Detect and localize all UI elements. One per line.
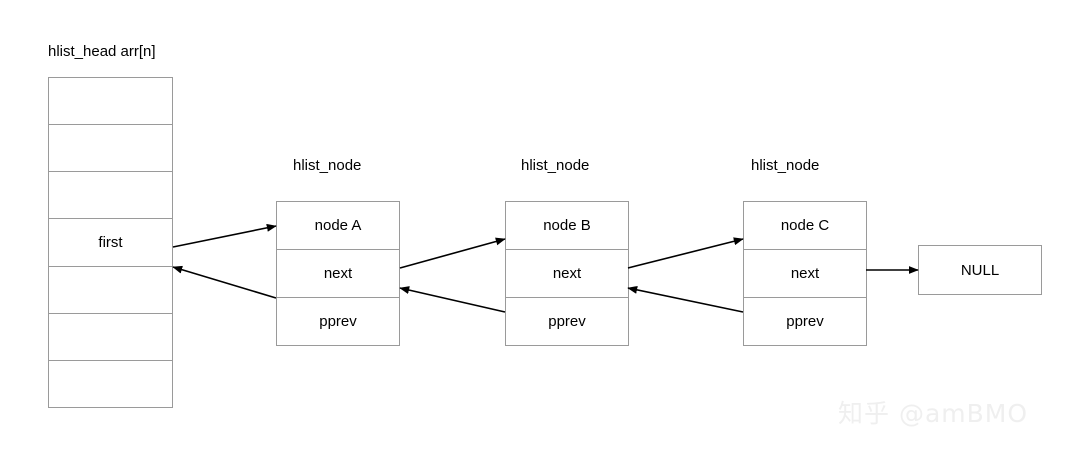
node-b-title: hlist_node [521,157,590,174]
hlist-head-array: first [48,77,173,408]
arrow-node-c-pprev-to-node-b [627,285,744,313]
array-cell [49,313,172,361]
node-b-pprev: pprev [548,313,586,330]
arrow-node-a-pprev-to-array [172,265,277,299]
node-c-name: node C [744,202,866,250]
node-a-next: next [277,250,399,298]
hlist-node-a: node A next pprev [276,201,400,346]
arrow-node-b-next-to-node-c [627,237,744,269]
array-title: hlist_head arr[n] [48,43,156,60]
node-b-next: next [506,250,628,298]
hlist-node-b: node B next pprev [505,201,629,346]
array-cell-first: first [49,219,172,267]
node-a-title: hlist_node [293,157,362,174]
array-cell [49,172,172,220]
arrow-node-b-pprev-to-node-a [399,286,506,313]
null-terminator-box: NULL [918,245,1042,295]
array-cell [49,78,172,126]
hlist-node-c: node C next pprev [743,201,867,346]
array-cell [49,266,172,314]
node-b-name: node B [506,202,628,250]
watermark: 知乎 @amBMO [838,399,1029,428]
node-c-next: next [744,250,866,298]
node-c-pprev: pprev [786,313,824,330]
node-c-title: hlist_node [751,157,820,174]
arrow-first-to-node-a [172,223,277,248]
array-cell [49,125,172,173]
array-cell [49,360,172,407]
arrow-node-a-next-to-node-b [399,237,506,269]
node-a-pprev: pprev [319,313,357,330]
node-a-name: node A [277,202,399,250]
